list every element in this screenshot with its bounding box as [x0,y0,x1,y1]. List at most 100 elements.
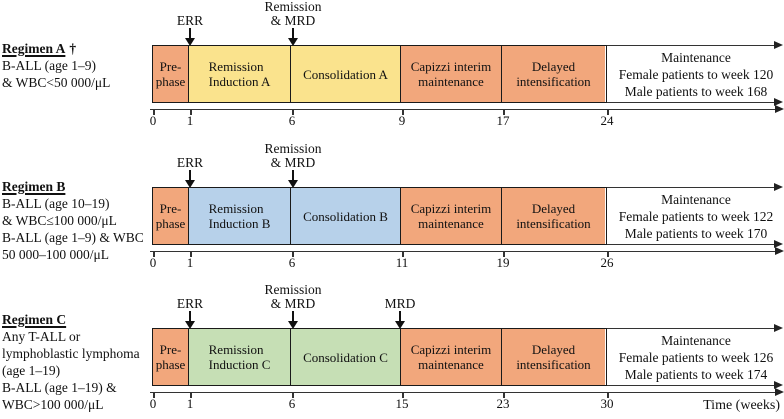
phase-label-line: maintenance [418,357,484,372]
down-arrowhead-icon [288,180,298,188]
phase-label-line: Delayed [531,59,576,74]
maintenance-text: Maintenance Female patients to week 126 … [608,332,784,383]
phase-label-line: intensification [516,357,591,372]
right-arrowhead-icon [775,388,784,396]
phase-label-line: Induction C [208,357,271,372]
criteria-line: & WBC<50 000/μL [2,75,111,90]
axis-tick [402,251,404,257]
phase-label-line: intensification [516,74,591,89]
phase-label-line: Consolidation C [303,349,388,365]
down-arrowhead-icon [185,321,195,329]
time-axis-title: Time (weeks) [703,398,780,413]
phase-label-line: Induction A [208,74,271,89]
criteria-line: B-ALL (age 1–9) [2,58,96,73]
marker-remission-mrd: Remission & MRD [238,142,348,188]
right-arrowhead-icon [774,381,783,389]
criteria-line: B-ALL (age 10–19) [2,196,110,211]
axis-tick [607,109,609,115]
phase-label: Consolidation A [303,67,388,82]
marker-err: ERR [135,283,245,329]
criteria-line: Any T-ALL or [2,329,81,344]
axis-tick-label: 1 [186,255,194,270]
marker-label: Remission & MRD [238,142,348,170]
regimen-title: Regimen C [2,311,140,328]
maintenance-line: Female patients to week 126 [618,350,774,365]
phase-pre-phase: Pre-phase [153,188,189,244]
phase-pre-phase: Pre-phase [153,46,189,102]
phase-label-line: Capizzi interim [410,59,492,74]
phase-consolidation: Consolidation C [291,329,401,385]
maintenance-top-line [607,187,775,188]
maintenance-text: Maintenance Female patients to week 122 … [608,191,784,242]
axis-tick-label: 6 [288,396,296,411]
regimen-b-label: Regimen B B-ALL (age 10–19) & WBC≤100 00… [2,178,144,263]
down-arrowhead-icon [288,38,298,46]
maintenance-line: Female patients to week 120 [618,67,774,82]
dagger-symbol: † [69,41,77,56]
down-arrow-icon [291,170,295,180]
marker-label-line: ERR [176,155,204,170]
phase-label: Pre-phase [156,59,186,89]
axis-tick [153,109,155,115]
phase-pre-phase: Pre-phase [153,329,189,385]
marker-mrd: MRD [345,283,455,329]
phase-label-line: Capizzi interim [410,342,492,357]
maintenance-top-line [607,328,775,329]
criteria-line: 50 000–100 000/μL [2,247,109,262]
axis-tick-label: 11 [395,255,409,270]
phase-label-line: Pre- [159,59,182,74]
axis-tick [607,392,609,398]
maintenance-bottom-line [607,385,775,386]
axis-tick-label: 19 [496,255,510,270]
marker-label-line: ERR [176,296,204,311]
down-arrowhead-icon [185,38,195,46]
axis-tick-label: 9 [398,113,406,128]
criteria-line: lymphoblastic lymphoma [2,346,140,361]
regimen-title: Regimen B [2,178,144,195]
down-arrow-icon [188,170,192,180]
time-axis [150,251,776,252]
right-arrowhead-icon [774,98,783,106]
marker-label-line: Remission [264,282,322,297]
down-arrowhead-icon [185,180,195,188]
axis-tick-label: 1 [186,396,194,411]
right-arrowhead-icon [774,41,783,49]
marker-label-line: & MRD [270,296,316,311]
marker-label: ERR [135,142,245,170]
marker-label: Remission & MRD [238,0,348,28]
phase-label: Pre-phase [156,342,186,372]
marker-label: MRD [345,283,455,311]
right-arrowhead-icon [774,183,783,191]
marker-remission-mrd: Remission & MRD [238,283,348,329]
phase-label-line: Consolidation B [303,208,388,224]
phase-label-line: phase [155,216,186,231]
phase-label-line: Remission [208,59,264,74]
right-arrowhead-icon [774,240,783,248]
maintenance-top-line [607,45,775,46]
phase-label-line: Delayed [531,201,576,216]
marker-err: ERR [135,0,245,46]
phase-label: Pre-phase [156,201,186,231]
regimen-title-text: Regimen A [2,41,66,56]
axis-tick-label: 24 [600,113,614,128]
marker-label-line: Remission [264,0,322,14]
axis-tick-label: 23 [496,396,510,411]
regimen-title-text: Regimen B [2,179,66,194]
axis-tick [503,392,505,398]
axis-tick [292,251,294,257]
phase-label: Consolidation B [303,209,388,224]
criteria-line: B-ALL (age 1–9) & WBC [2,230,144,245]
